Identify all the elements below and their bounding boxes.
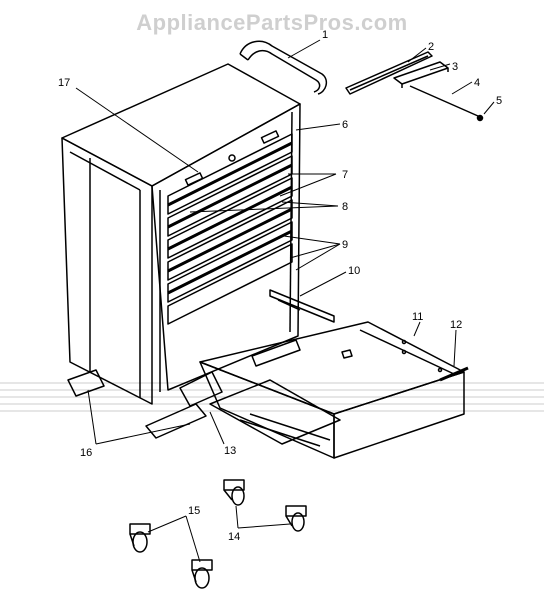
open-drawer bbox=[199, 321, 469, 459]
callout-11: 11 bbox=[412, 311, 423, 323]
callout-2: 2 bbox=[428, 41, 434, 53]
callout-17: 17 bbox=[58, 77, 70, 89]
callout-8: 8 bbox=[342, 201, 348, 213]
lock-bracket bbox=[393, 61, 449, 88]
caster-wheel bbox=[223, 479, 245, 506]
base-brackets bbox=[67, 339, 341, 447]
leader-lines bbox=[75, 39, 495, 563]
caster-wheel bbox=[285, 505, 307, 532]
callout-5: 5 bbox=[496, 95, 502, 107]
watermark-text: AppliancePartsPros.com bbox=[136, 10, 408, 35]
callout-13: 13 bbox=[224, 445, 236, 457]
callout-3: 3 bbox=[452, 61, 458, 73]
callout-12: 12 bbox=[450, 319, 462, 331]
lock-rod bbox=[409, 85, 484, 122]
caster-wheel bbox=[191, 559, 213, 589]
callout-15: 15 bbox=[188, 505, 200, 517]
callout-labels: 1 2 3 4 5 6 7 8 9 10 11 12 13 14 15 16 1… bbox=[58, 29, 502, 543]
top-trim bbox=[184, 130, 280, 186]
drawer-fronts bbox=[167, 133, 293, 325]
callout-7: 7 bbox=[342, 169, 348, 181]
callout-9: 9 bbox=[342, 239, 348, 251]
drawer-handle bbox=[239, 40, 328, 95]
lock-rail bbox=[345, 51, 433, 95]
callout-10: 10 bbox=[348, 265, 360, 277]
caster-wheels bbox=[129, 479, 307, 589]
caster-wheel bbox=[129, 523, 151, 553]
callout-16: 16 bbox=[80, 447, 92, 459]
callout-1: 1 bbox=[322, 29, 328, 41]
callout-14: 14 bbox=[228, 531, 240, 543]
callout-6: 6 bbox=[342, 119, 348, 131]
callout-4: 4 bbox=[474, 77, 480, 89]
scan-lines bbox=[0, 382, 544, 412]
drawer-slide bbox=[269, 289, 335, 323]
